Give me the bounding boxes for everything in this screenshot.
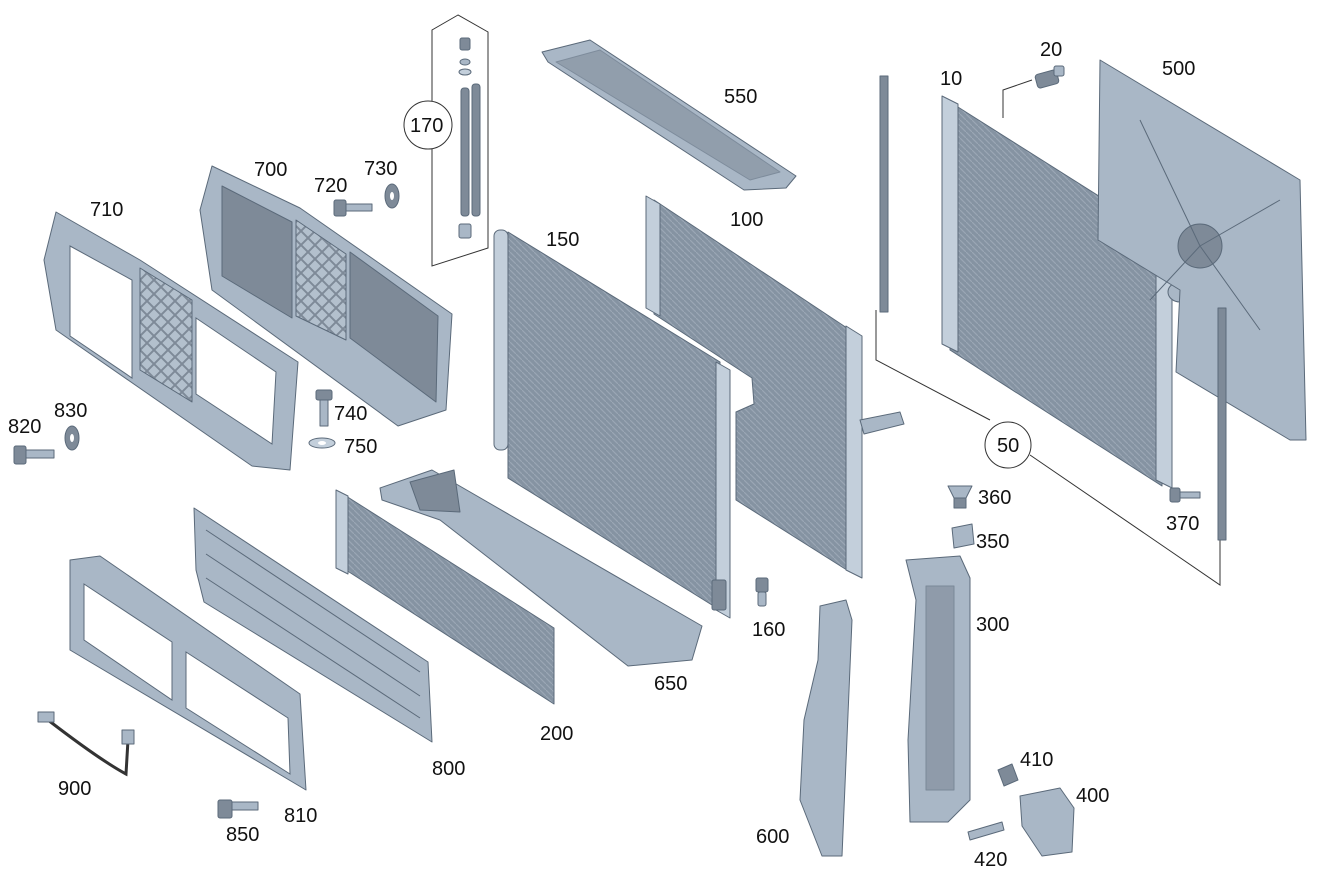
- part-420-clip: [967, 821, 1005, 841]
- label-700: 700: [254, 159, 287, 181]
- part-150-condenser: [493, 229, 731, 619]
- label-600: 600: [756, 826, 789, 848]
- part-700-air-shutter: [199, 165, 453, 427]
- part-100-radiator: [645, 195, 905, 579]
- part-650-lower-duct: [379, 469, 703, 667]
- part-350-clip: [951, 523, 975, 549]
- label-10: 10: [940, 68, 962, 90]
- part-900-harness: [37, 711, 135, 777]
- label-800: 800: [432, 758, 465, 780]
- part-730-washer: [384, 183, 400, 209]
- label-160: 160: [752, 619, 785, 641]
- label-370: 370: [1166, 513, 1199, 535]
- part-710-shutter-frame: [43, 211, 299, 471]
- label-20: 20: [1040, 39, 1062, 61]
- label-400: 400: [1076, 785, 1109, 807]
- label-500: 500: [1162, 58, 1195, 80]
- callout-labels: 10 20 50 100 150 160 170 200 300 350 360…: [8, 39, 1199, 871]
- label-200: 200: [540, 723, 573, 745]
- part-20-sensor: [1034, 65, 1065, 89]
- part-400-bracket: [1019, 787, 1075, 857]
- label-410: 410: [1020, 749, 1053, 771]
- part-600-air-guide-left: [799, 599, 853, 857]
- label-170: 170: [410, 115, 443, 137]
- part-370-bolt: [1169, 487, 1201, 503]
- part-200-aux-cooler: [335, 489, 555, 705]
- part-160-sensor: [755, 577, 769, 607]
- part-300-air-guide-right: [905, 555, 971, 823]
- part-550-upper-duct: [541, 39, 797, 191]
- label-420: 420: [974, 849, 1007, 871]
- label-360: 360: [978, 487, 1011, 509]
- label-750: 750: [344, 436, 377, 458]
- label-100: 100: [730, 209, 763, 231]
- label-900: 900: [58, 778, 91, 800]
- label-810: 810: [284, 805, 317, 827]
- label-650: 650: [654, 673, 687, 695]
- part-830-washer: [64, 425, 80, 451]
- part-820-bolt: [13, 445, 55, 465]
- label-820: 820: [8, 416, 41, 438]
- label-350: 350: [976, 531, 1009, 553]
- label-730: 730: [364, 158, 397, 180]
- part-800-lower-shutter: [193, 507, 433, 743]
- label-710: 710: [90, 199, 123, 221]
- part-410-clip: [997, 763, 1019, 787]
- part-360-clip: [947, 485, 973, 509]
- callout-ring-50: [984, 421, 1032, 469]
- callout-ring-170: [403, 100, 453, 150]
- label-740: 740: [334, 403, 367, 425]
- part-740-bolt: [315, 389, 333, 427]
- label-50: 50: [997, 435, 1019, 457]
- label-850: 850: [226, 824, 259, 846]
- leader-lines: [431, 14, 1221, 586]
- part-170-drain-set: [458, 37, 481, 239]
- part-720-bolt: [333, 199, 373, 217]
- label-550: 550: [724, 86, 757, 108]
- part-810-lower-frame: [69, 555, 307, 791]
- label-720: 720: [314, 175, 347, 197]
- part-50-seals: [879, 75, 1227, 541]
- label-830: 830: [54, 400, 87, 422]
- part-750-washer: [308, 437, 336, 449]
- part-850-bolt: [217, 799, 259, 819]
- label-150: 150: [546, 229, 579, 251]
- label-300: 300: [976, 614, 1009, 636]
- part-500-fan-shroud: [1097, 59, 1307, 441]
